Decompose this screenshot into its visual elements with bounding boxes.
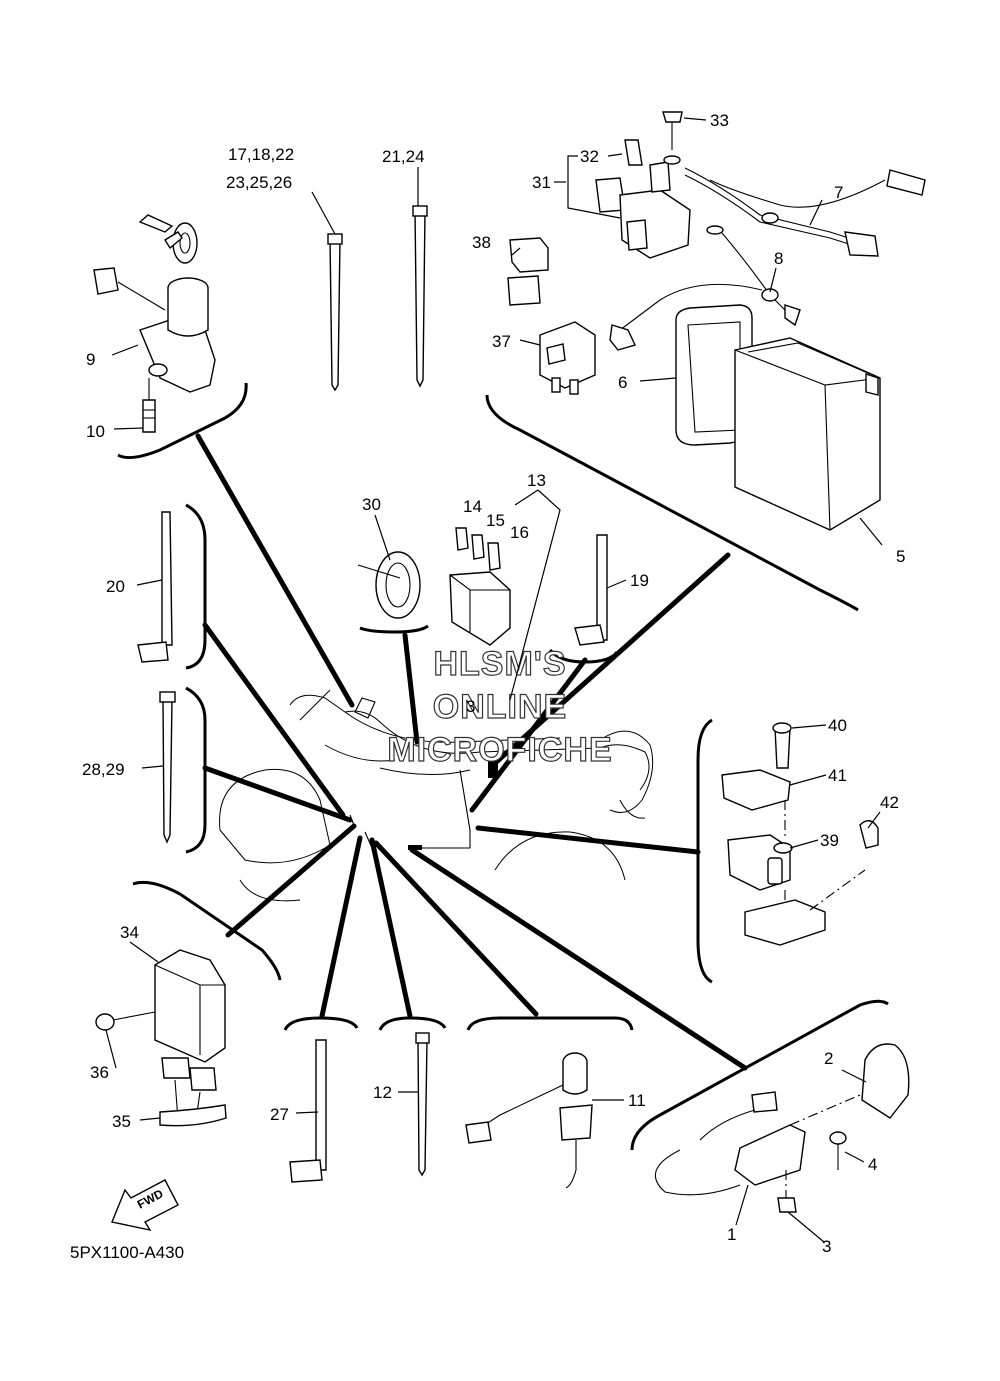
fuse-box xyxy=(449,527,511,646)
callout-17-18-22: 17,18,22 xyxy=(228,145,294,164)
callout-19: 19 xyxy=(630,571,649,590)
bracket-regulator xyxy=(132,880,282,981)
callout-33: 33 xyxy=(710,111,729,130)
regulator-group xyxy=(95,949,227,1127)
fwd-arrow-icon: FWD xyxy=(111,1179,179,1232)
bracket-switch-11 xyxy=(466,1016,634,1031)
bracket-ignition xyxy=(117,382,248,460)
callout-6: 6 xyxy=(618,373,627,392)
callout-32: 32 xyxy=(580,147,599,166)
bracket-throttle xyxy=(630,999,889,1151)
callout-2: 2 xyxy=(824,1049,833,1068)
watermark-line-2: ONLINE xyxy=(433,688,567,726)
callout-35: 35 xyxy=(112,1112,131,1131)
bracket-band-27 xyxy=(283,1016,359,1031)
callout-41: 41 xyxy=(828,766,847,785)
callout-39: 39 xyxy=(820,831,839,850)
callout-8: 8 xyxy=(774,249,783,268)
bracket-battery xyxy=(485,394,859,612)
watermark-line-3: MICROFICHE xyxy=(387,731,612,769)
callout-7: 7 xyxy=(834,183,843,202)
callout-3: 3 xyxy=(466,697,475,716)
bracket-band-20 xyxy=(185,503,207,670)
bracket-band-12 xyxy=(378,1016,447,1031)
callout-34: 34 xyxy=(120,923,139,942)
callout-31: 31 xyxy=(532,173,551,192)
callout-4: 4 xyxy=(868,1155,877,1174)
group-brackets xyxy=(117,382,889,1151)
diagram-code: 5PX1100-A430 xyxy=(70,1243,184,1262)
watermark-line-1: HLSM'S xyxy=(433,645,566,683)
connection-lines xyxy=(195,433,748,1071)
callout-12: 12 xyxy=(373,1083,392,1102)
clamp-30 xyxy=(357,551,421,619)
callout-28-29: 28,29 xyxy=(82,760,125,779)
callout-14: 14 xyxy=(463,497,482,516)
switch-11 xyxy=(465,1052,593,1189)
callout-40: 40 xyxy=(828,716,847,735)
callout-27: 27 xyxy=(270,1105,289,1124)
callout-36: 36 xyxy=(90,1063,109,1082)
bracket-clamp-30 xyxy=(359,624,429,634)
tie-12 xyxy=(415,1032,430,1177)
callout-20: 20 xyxy=(106,577,125,596)
callout-42: 42 xyxy=(880,793,899,812)
callout-37: 37 xyxy=(492,332,511,351)
ignition-switch xyxy=(93,214,216,433)
callout-labels: 17,18,22 23,25,26 21,24 33 32 31 7 38 8 … xyxy=(82,111,905,1256)
band-28 xyxy=(159,691,176,844)
callout-15: 15 xyxy=(486,511,505,530)
callout-10: 10 xyxy=(86,422,105,441)
band-19 xyxy=(574,534,608,646)
sensor-group xyxy=(721,722,879,946)
band-20 xyxy=(137,511,173,663)
callout-23-25-26: 23,25,26 xyxy=(226,173,292,192)
throttle-group xyxy=(655,1043,910,1213)
callout-16: 16 xyxy=(510,523,529,542)
vehicle-outline xyxy=(219,689,654,902)
cable-ties-top xyxy=(327,205,428,392)
callout-21-24: 21,24 xyxy=(382,147,425,166)
callout-1: 1 xyxy=(727,1225,736,1244)
watermark: HLSM'S ONLINE MICROFICHE xyxy=(387,644,613,769)
callout-3-lower: 3 xyxy=(822,1237,831,1256)
leader-lines xyxy=(105,117,883,1243)
callout-30: 30 xyxy=(362,495,381,514)
bracket-band-28 xyxy=(185,686,207,854)
callout-9: 9 xyxy=(86,350,95,369)
battery-group xyxy=(507,111,926,531)
callout-11: 11 xyxy=(628,1091,646,1110)
callout-13: 13 xyxy=(527,471,546,490)
callout-38: 38 xyxy=(472,233,491,252)
callout-5: 5 xyxy=(896,547,905,566)
band-27 xyxy=(289,1039,327,1183)
